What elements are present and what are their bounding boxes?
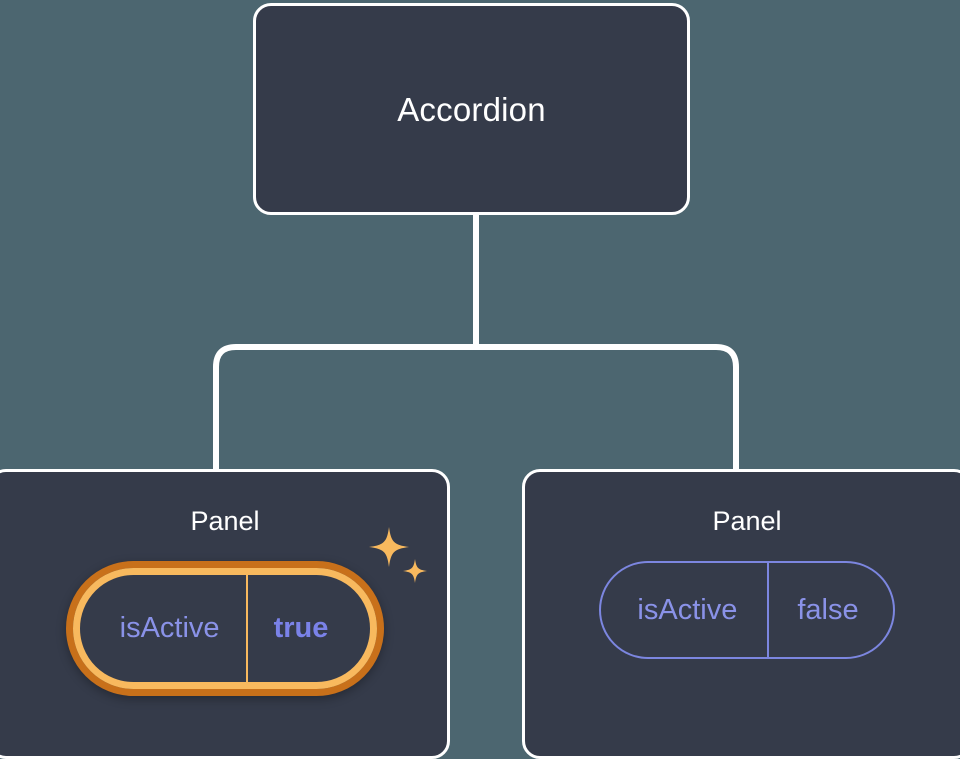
prop-pill-inner-ring: isActive true [72,568,378,689]
prop-value-label: false [797,593,859,626]
prop-key-label: isActive [80,575,248,682]
prop-pill-is-active-true[interactable]: isActive true [65,561,385,696]
component-tree-canvas: Accordion Panel isActive true Panel isAc… [0,3,960,759]
sparkle-large-icon [369,527,409,567]
panel-right-prop-wrap: isActive false [525,561,960,659]
panel-node-left-title: Panel [190,506,260,536]
panel-node-right[interactable]: Panel isActive false [522,469,960,759]
prop-key-label: isActive [601,563,770,657]
connector-branch-bus [213,344,739,472]
panel-left-prop-wrap: isActive true [0,527,453,696]
sparkle-small-icon [403,559,427,583]
accordion-node[interactable]: Accordion [253,3,690,215]
accordion-node-title: Accordion [397,90,546,128]
sparkle-group [369,527,427,583]
panel-node-left[interactable]: Panel isActive true [0,469,450,759]
prop-value-label: true [273,612,329,644]
panel-node-right-title: Panel [712,506,782,536]
prop-pill-is-active-false[interactable]: isActive false [599,561,895,659]
